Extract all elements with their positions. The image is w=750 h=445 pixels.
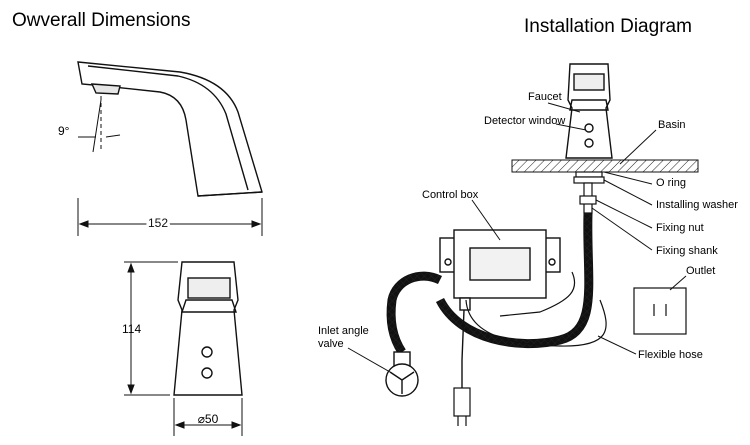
label-o-ring: O ring [656, 177, 686, 189]
height-value: 114 [122, 322, 141, 336]
control-box [439, 229, 561, 311]
label-fixing-nut: Fixing nut [656, 222, 704, 234]
angle-indicator [78, 96, 121, 153]
diameter-dimension-line [173, 398, 243, 436]
label-fixing-shank: Fixing shank [656, 245, 718, 257]
basin-slab [511, 159, 699, 173]
overall-dimensions-title: Owverall Dimensions [12, 10, 190, 31]
label-control-box: Control box [422, 189, 479, 201]
flexible-hose-lines [386, 212, 607, 388]
faucet-body [565, 63, 613, 159]
label-inlet-angle-valve-line2: valve [318, 338, 344, 350]
fixing-assembly [573, 171, 605, 214]
label-outlet: Outlet [686, 265, 715, 277]
length-dimension-line [77, 198, 263, 236]
leader-lines [347, 102, 687, 373]
faucet-side-view [77, 61, 263, 197]
label-faucet: Faucet [528, 91, 562, 103]
diameter-value: ⌀50 [198, 412, 219, 426]
installation-diagram-title: Installation Diagram [524, 16, 692, 37]
label-flexible-hose: Flexible hose [638, 349, 703, 361]
outlet-socket [633, 287, 687, 335]
faucet-front-view [173, 261, 243, 396]
label-detector-window: Detector window [484, 115, 565, 127]
label-inlet-angle-valve-line1: Inlet angle [318, 325, 369, 337]
angle-value: 9° [58, 124, 70, 138]
label-installing-washer: Installing washer [656, 199, 738, 211]
inlet-angle-valve [385, 351, 419, 397]
label-basin: Basin [658, 119, 686, 131]
height-dimension-line [124, 261, 178, 396]
length-value: 152 [148, 216, 168, 230]
power-plug [453, 387, 471, 426]
